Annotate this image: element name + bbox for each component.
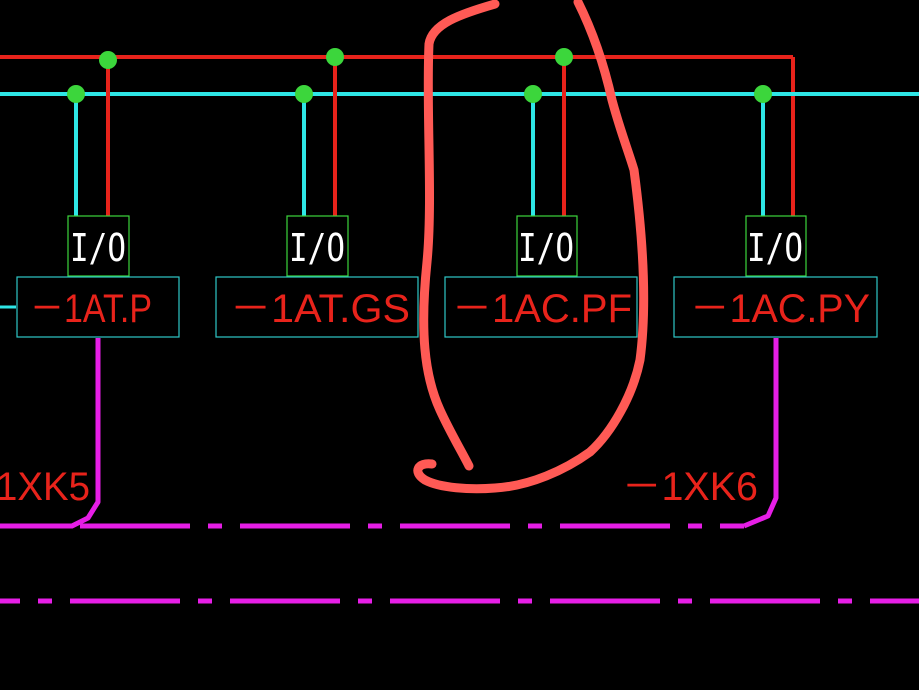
junction-node <box>295 85 313 103</box>
cable-1XK5 <box>0 338 101 529</box>
tag-box <box>215 276 419 338</box>
module-1AT-P[interactable]: I/O －1AT.P <box>16 215 180 338</box>
module-tag: －1AC.PF <box>452 287 632 331</box>
module-tag: －1AT.P <box>30 287 152 331</box>
junction-node <box>67 85 85 103</box>
module-1AC-PY[interactable]: I/O －1AC.PY <box>673 215 878 338</box>
junction-node <box>524 85 542 103</box>
io-box <box>516 215 578 277</box>
module-1AC-PF[interactable]: I/O －1AC.PF <box>444 215 638 338</box>
io-label: I/O <box>70 226 126 270</box>
junction-node <box>754 85 772 103</box>
io-box <box>286 215 349 277</box>
io-label: I/O <box>289 226 345 270</box>
io-label: I/O <box>747 226 803 270</box>
io-box <box>745 215 807 277</box>
module-tag: －1AC.PY <box>690 287 870 331</box>
tag-box <box>673 276 878 338</box>
annotation-loop <box>413 0 649 494</box>
cable-label: －1XK6 <box>622 465 758 509</box>
tag-box <box>444 276 638 338</box>
io-label: I/O <box>518 226 574 270</box>
module-tag: －1AT.GS <box>230 287 410 331</box>
red-bus <box>0 55 795 216</box>
junction-node <box>555 48 573 66</box>
module-1AT-GS[interactable]: I/O －1AT.GS <box>215 215 419 338</box>
junction-node <box>326 48 344 66</box>
junction-nodes <box>67 48 772 103</box>
junction-node <box>99 51 117 69</box>
tag-box <box>16 276 180 338</box>
cable-1XK6 <box>743 338 779 529</box>
cable-label: 1XK5 <box>0 465 90 509</box>
io-box <box>67 215 130 277</box>
module-drops <box>74 57 765 216</box>
